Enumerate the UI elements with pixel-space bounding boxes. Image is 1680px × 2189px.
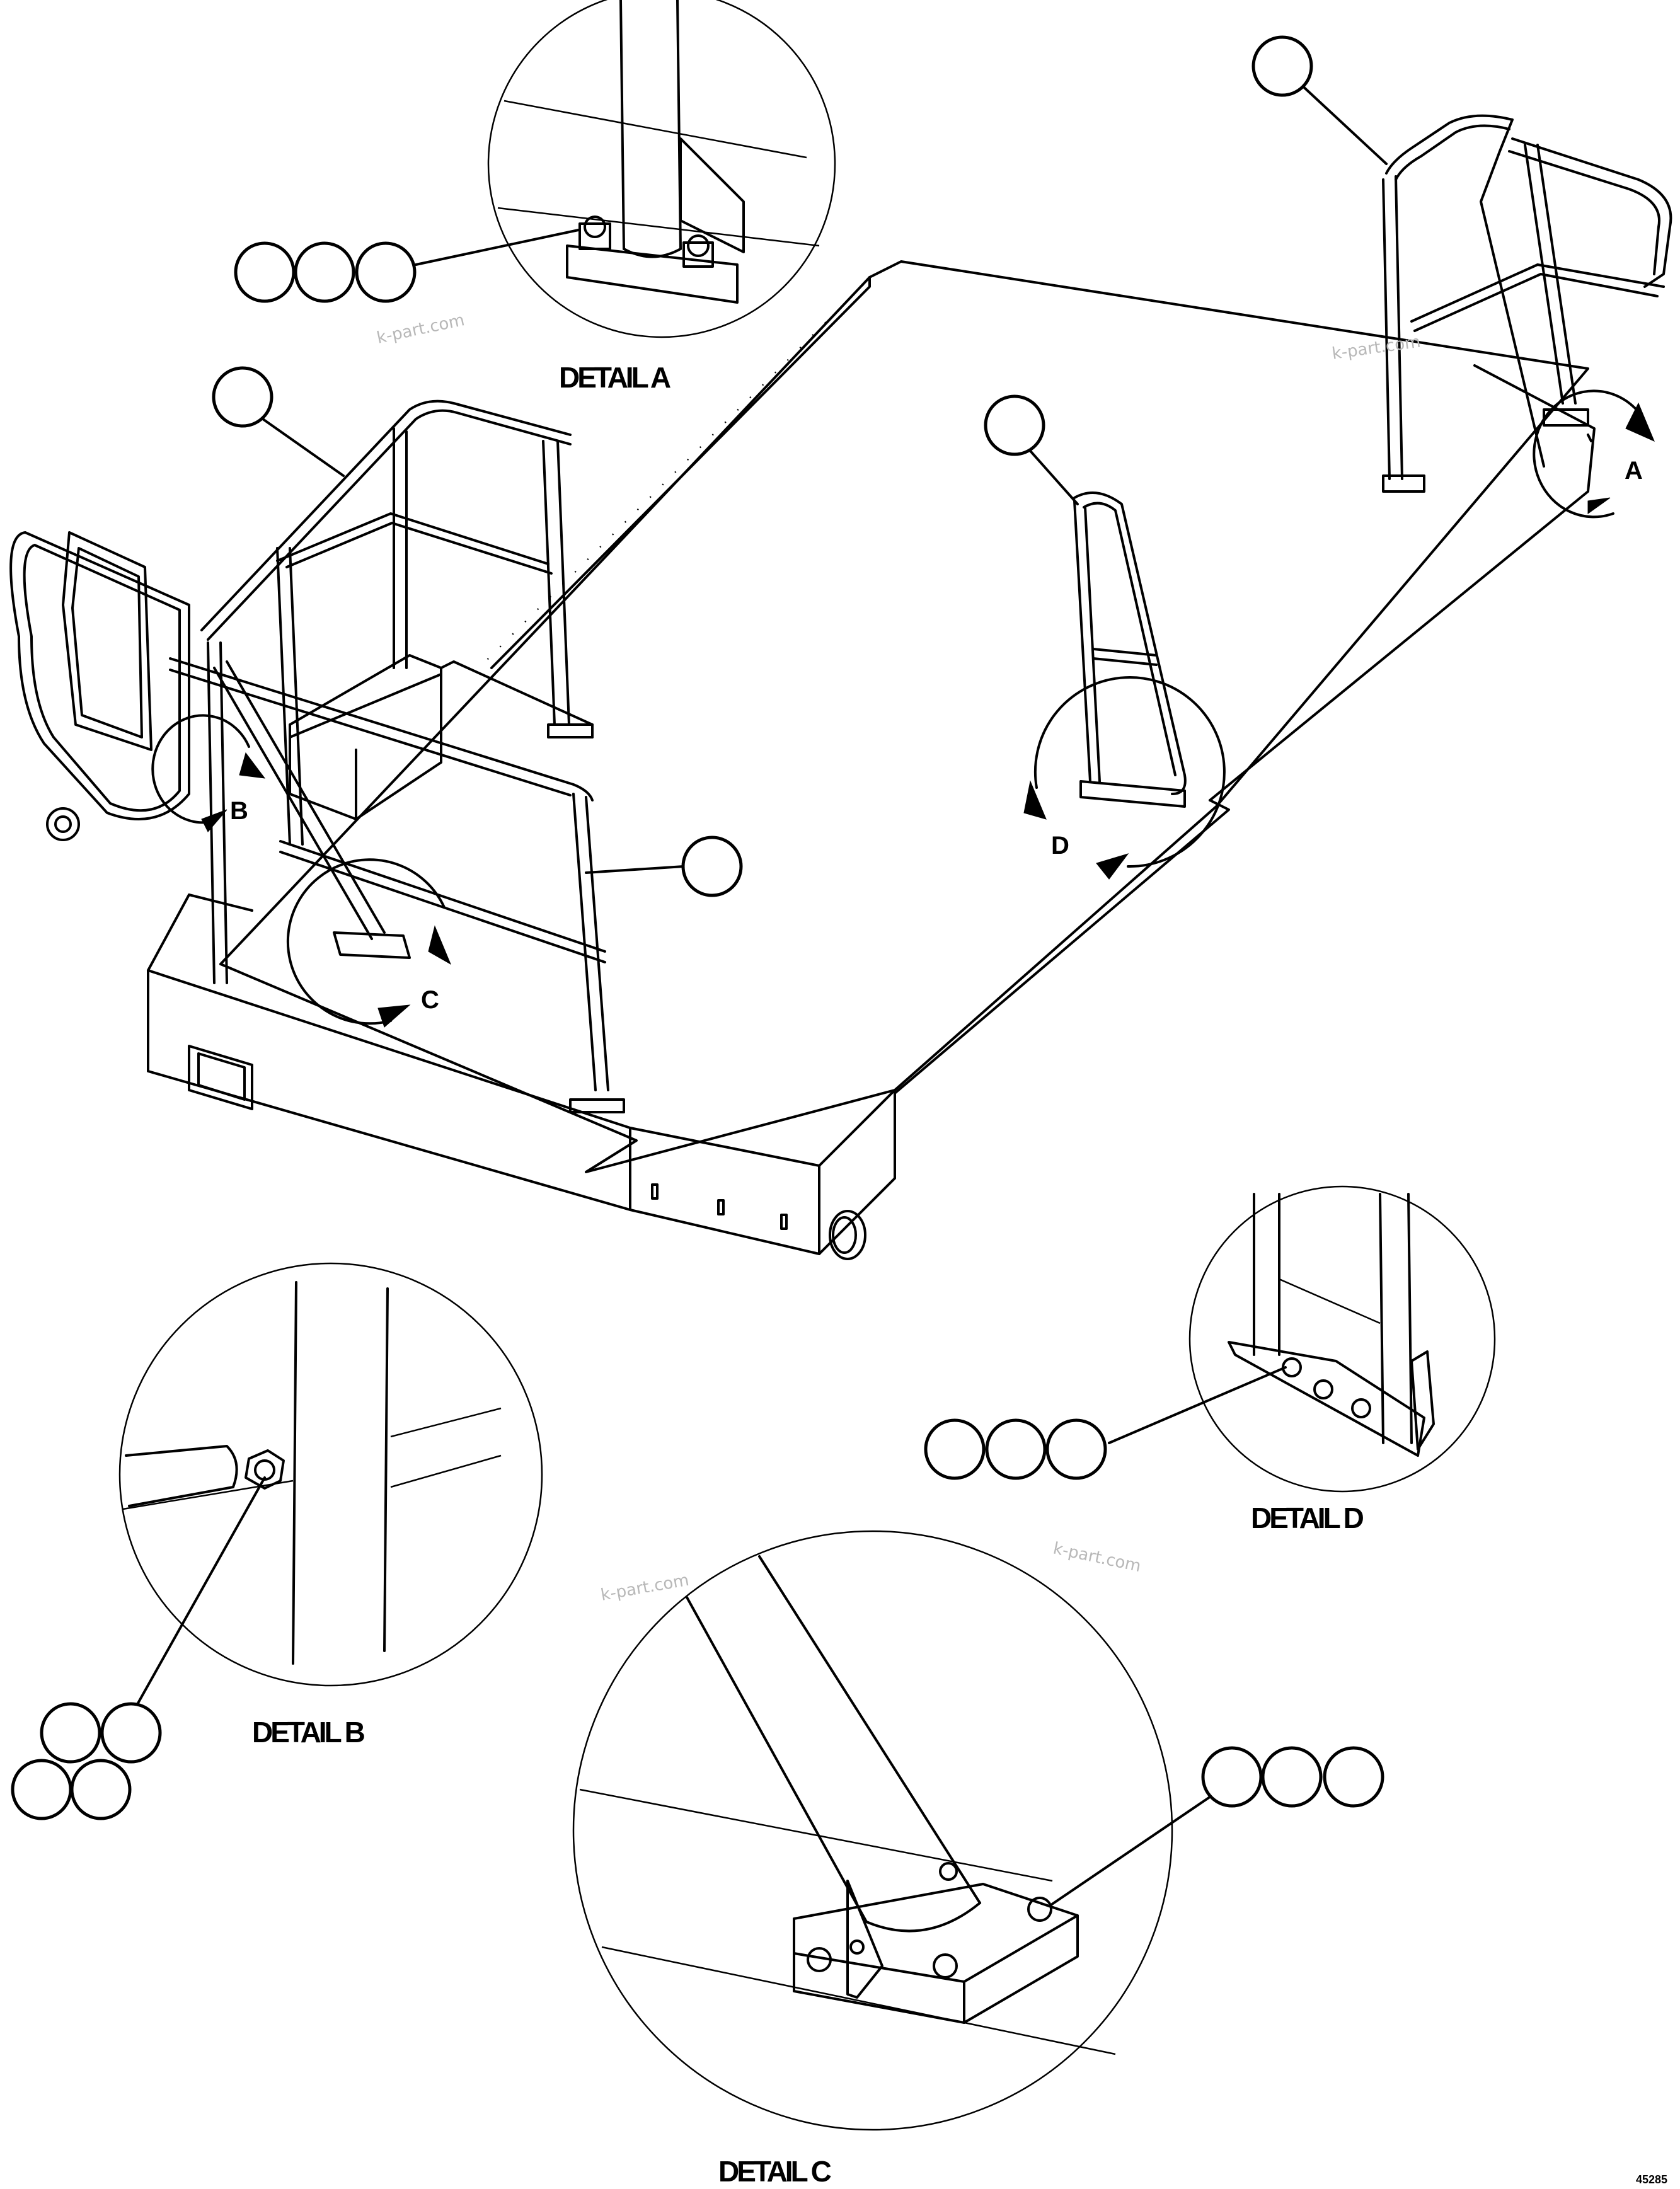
detail-d: DETAIL D <box>924 1185 1496 1534</box>
detail-c-caption: DETAIL C <box>718 2155 831 2188</box>
view-callout-C: C <box>286 858 452 1028</box>
watermark-4: k-part.com <box>1052 1539 1143 1577</box>
detail-b-caption: DETAIL B <box>252 1716 365 1749</box>
view-letter-a: A <box>1625 457 1643 485</box>
detail-b-balloon-1 <box>40 1702 101 1764</box>
detail-b-balloon-3 <box>11 1759 72 1820</box>
detail-c: DETAIL C <box>572 1530 1384 2188</box>
detail-a-balloon-2 <box>294 241 355 303</box>
view-letter-d: D <box>1051 832 1069 859</box>
detail-a-caption: DETAIL A <box>559 361 670 394</box>
platform-deck <box>147 260 1596 1260</box>
center-grab-handle <box>1073 491 1187 808</box>
rear-grab-rail <box>1382 114 1672 493</box>
view-callout-A: A <box>1533 389 1655 519</box>
view-callout-B: B <box>151 714 266 832</box>
watermark-2: k-part.com <box>1331 333 1422 364</box>
balloon-rear-rail <box>1251 35 1313 97</box>
detail-c-balloon-1 <box>1201 1746 1263 1808</box>
main-view-callouts <box>212 35 1388 897</box>
balloon-left-rail <box>212 366 273 428</box>
view-callout-D: D <box>1023 676 1226 880</box>
diagonal-strut <box>213 660 411 959</box>
view-letter-b: B <box>230 797 248 825</box>
detail-a: DETAIL A <box>234 0 836 394</box>
balloon-center-handle <box>984 394 1045 456</box>
left-guard-rail <box>200 399 594 846</box>
entry-gate-rail <box>9 531 190 841</box>
detail-b: DETAIL B <box>11 1262 543 1820</box>
detail-d-caption: DETAIL D <box>1251 1502 1364 1534</box>
detail-c-balloon-3 <box>1323 1746 1384 1808</box>
watermark-1: k-part.com <box>375 311 466 348</box>
detail-c-balloon-2 <box>1261 1746 1323 1808</box>
detail-a-balloon-3 <box>355 241 417 303</box>
watermark-3: k-part.com <box>599 1571 691 1605</box>
detail-a-balloon-1 <box>234 241 296 303</box>
detail-b-balloon-4 <box>70 1759 132 1820</box>
detail-d-balloon-1 <box>924 1418 986 1480</box>
detail-b-balloon-2 <box>100 1702 162 1764</box>
view-letter-c: C <box>421 986 439 1014</box>
front-guard-rail <box>169 641 625 1113</box>
detail-d-balloon-2 <box>985 1418 1047 1480</box>
detail-d-balloon-3 <box>1045 1418 1107 1480</box>
balloon-front-rail <box>681 836 743 897</box>
drawing-number: 45285 <box>1636 2173 1667 2186</box>
